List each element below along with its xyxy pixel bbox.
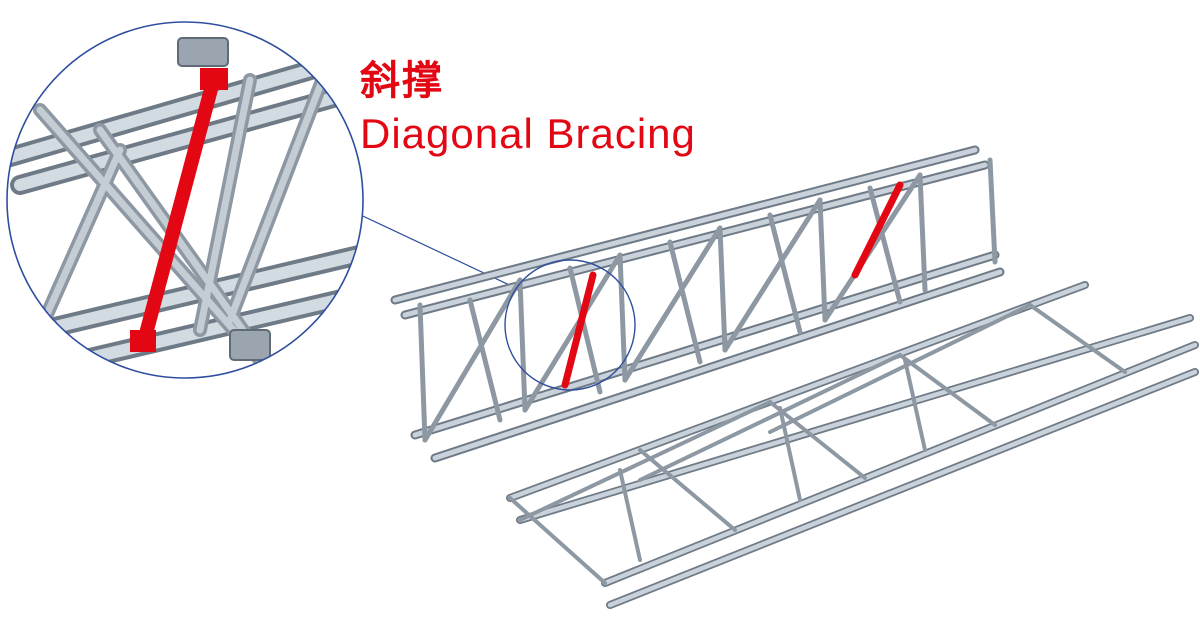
standing-truss: [390, 145, 1005, 463]
diagonal-brace-highlight-left: [561, 271, 597, 389]
diagonal-bracing-title-english: Diagonal Bracing: [360, 110, 696, 157]
diagonal-brace-zoomed: [136, 71, 221, 352]
zoom-circle-outline: [6, 21, 364, 379]
diagonal-bracing-title-chinese: 斜撑: [360, 58, 444, 104]
detail-circle: [504, 259, 636, 391]
zoom-detail: [6, 21, 364, 379]
folded-truss: [506, 281, 1199, 609]
diagonal-brace-highlight-right: [851, 181, 904, 279]
